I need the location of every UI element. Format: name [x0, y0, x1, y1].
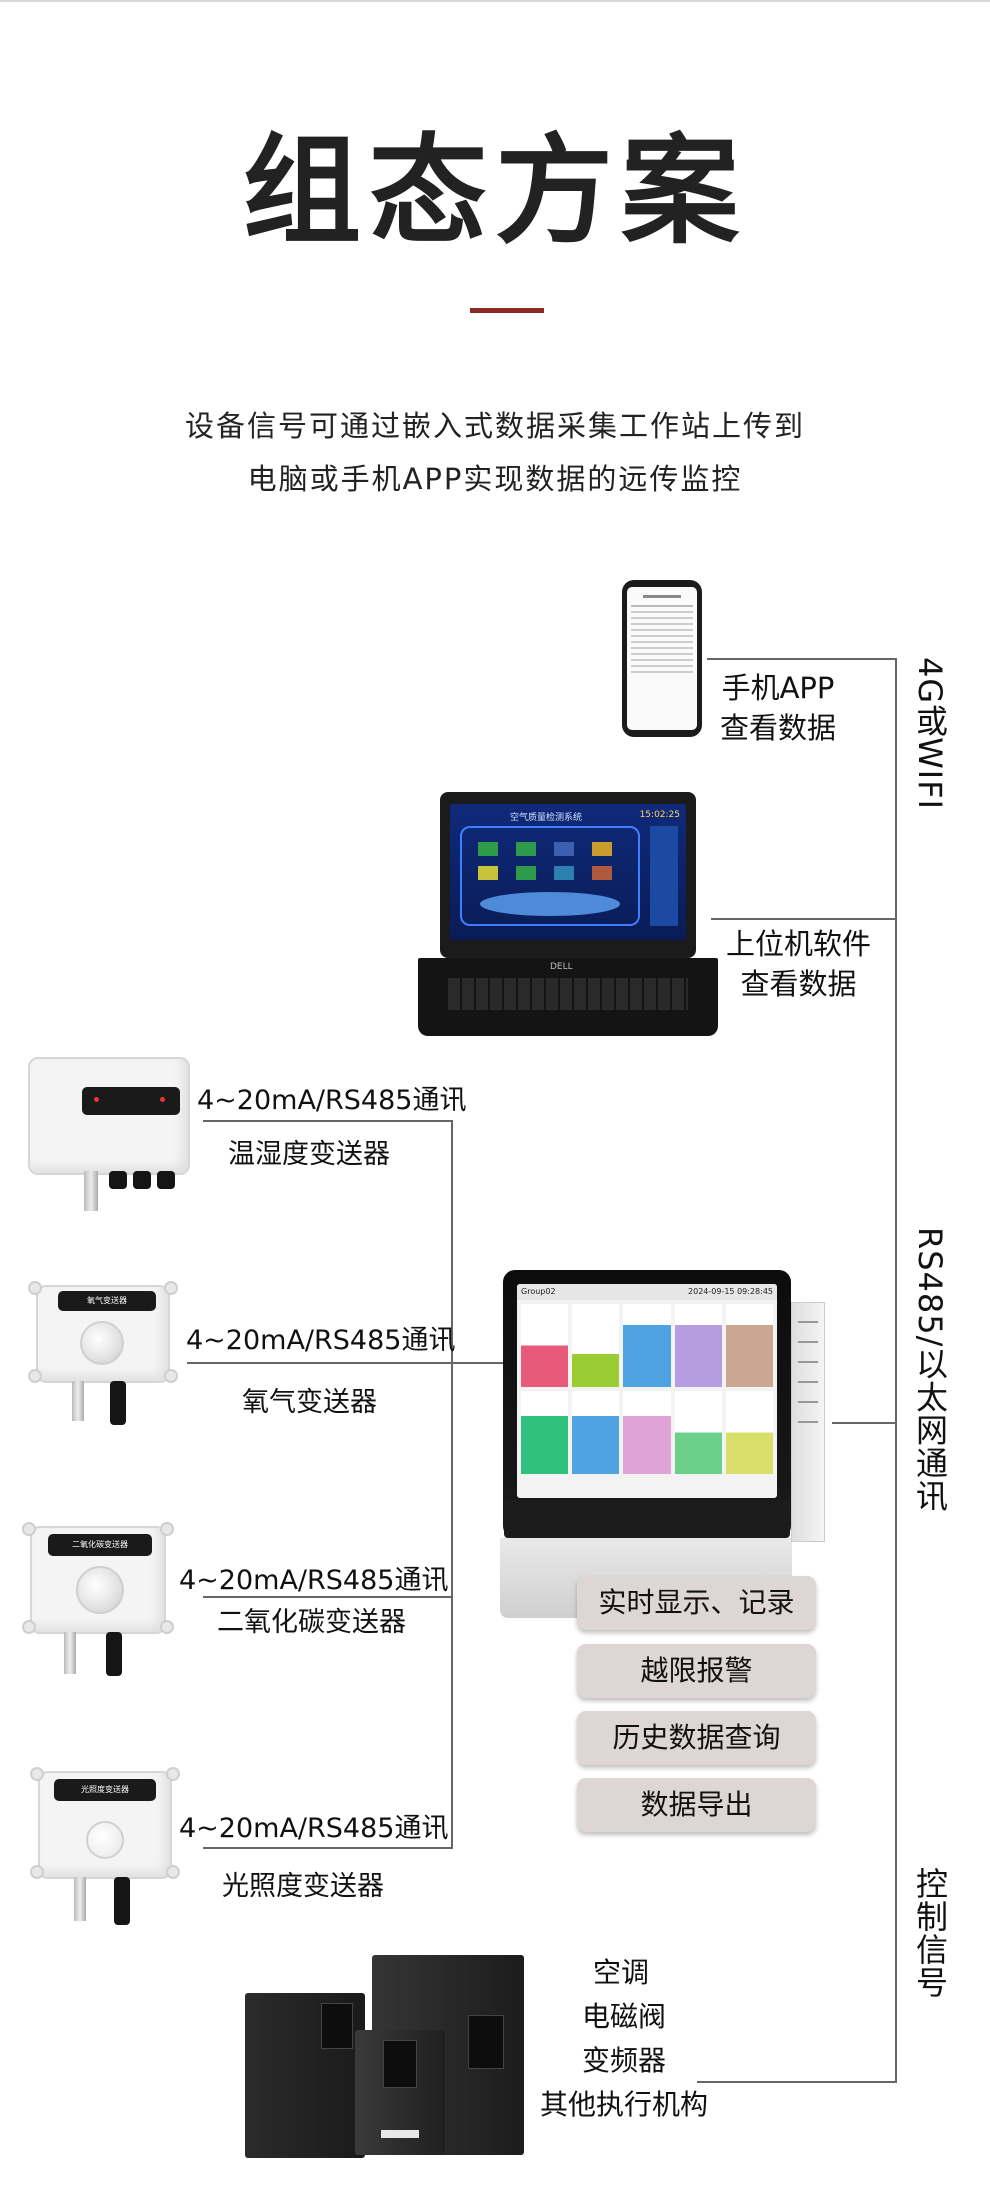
phone-app-label-line2: 查看数据 — [720, 711, 837, 745]
control-solenoid-valve: 电磁阀 — [582, 2000, 667, 2033]
control-inverter: 变频器 — [582, 2044, 667, 2077]
page-title: 组态方案 — [242, 122, 747, 260]
link-rs485-label: RS485/以太网通讯 — [911, 1227, 949, 1513]
main-vertical-connector — [895, 658, 897, 2082]
phone-app-label-line1: 手机APP — [721, 671, 835, 705]
pc-connector — [711, 918, 897, 920]
feature-data-export: 数据导出 — [577, 1778, 816, 1832]
sensor-3-connector — [203, 1596, 453, 1598]
control-other-actuators: 其他执行机构 — [540, 2088, 709, 2121]
sensor-2-name-label: 氧气变送器 — [242, 1387, 377, 1418]
laptop-image: 空气质量检测系统 15:02:25 — [440, 792, 696, 958]
sensor-3-signal-label: 4~20mA/RS485通讯 — [179, 1565, 449, 1596]
control-connector — [697, 2081, 897, 2083]
top-divider — [0, 0, 990, 2]
inverter-3-image — [355, 2030, 445, 2155]
recorder-connector — [832, 1422, 897, 1424]
sensor-4-name-label: 光照度变送器 — [222, 1871, 384, 1902]
bus-to-recorder-connector — [453, 1362, 504, 1364]
sensor-2-signal-label: 4~20mA/RS485通讯 — [186, 1325, 456, 1356]
pc-software-label: 上位机软件 查看数据 — [726, 924, 871, 1004]
co2-plate-text: 二氧化碳变送器 — [48, 1534, 152, 1556]
link-4g-wifi-label: 4G或WIFI — [911, 657, 949, 811]
pc-software-label-line1: 上位机软件 — [726, 927, 872, 961]
feature-limit-alarm: 越限报警 — [577, 1644, 816, 1698]
recorder-group-label: Group02 — [521, 1287, 556, 1296]
sensor-4-signal-label: 4~20mA/RS485通讯 — [179, 1813, 449, 1844]
co2-transmitter-image: 二氧化碳变送器 — [22, 1518, 174, 1678]
sensor-4-connector — [203, 1847, 453, 1849]
feature-history-query: 历史数据查询 — [577, 1711, 816, 1765]
paperless-recorder-image: Group02 2024-09-15 09:28:45 — [503, 1270, 791, 1538]
light-transmitter-image: 光照度变送器 — [30, 1763, 180, 1928]
sensor-bus-vertical — [451, 1120, 453, 1847]
sensor-2-connector — [187, 1362, 481, 1364]
sensor-1-connector — [203, 1120, 453, 1122]
sensor-3-name-label: 二氧化碳变送器 — [217, 1607, 406, 1638]
temp-humidity-transmitter-image — [24, 1053, 194, 1213]
oxygen-plate-text: 氧气变送器 — [58, 1291, 156, 1311]
laptop-keyboard-base: DELL — [418, 958, 718, 1036]
recorder-side-panel — [791, 1302, 825, 1542]
recorder-datetime: 2024-09-15 09:28:45 — [688, 1287, 773, 1296]
smartphone-image — [622, 580, 702, 737]
sensor-1-signal-label: 4~20mA/RS485通讯 — [197, 1085, 467, 1116]
control-aircon: 空调 — [593, 1956, 650, 1989]
feature-realtime-display: 实时显示、记录 — [577, 1576, 816, 1630]
laptop-screen-clock: 15:02:25 — [639, 810, 680, 820]
subtitle-line-2: 电脑或手机APP实现数据的远传监控 — [247, 462, 743, 496]
light-plate-text: 光照度变送器 — [54, 1779, 156, 1801]
phone-app-label: 手机APP 查看数据 — [720, 668, 836, 748]
laptop-screen-title: 空气质量检测系统 — [510, 813, 583, 823]
phone-connector — [707, 658, 897, 660]
oxygen-transmitter-image: 氧气变送器 — [28, 1277, 178, 1427]
sensor-1-name-label: 温湿度变送器 — [228, 1139, 390, 1170]
recorder-bezel-bottom — [504, 1500, 790, 1538]
subtitle-line-1: 设备信号可通过嵌入式数据采集工作站上传到 — [184, 409, 805, 443]
pc-software-label-line2: 查看数据 — [740, 967, 857, 1001]
inverter-1-image — [245, 1993, 365, 2158]
link-control-label: 控制信号 — [911, 1867, 949, 1999]
title-accent-bar — [470, 308, 544, 313]
